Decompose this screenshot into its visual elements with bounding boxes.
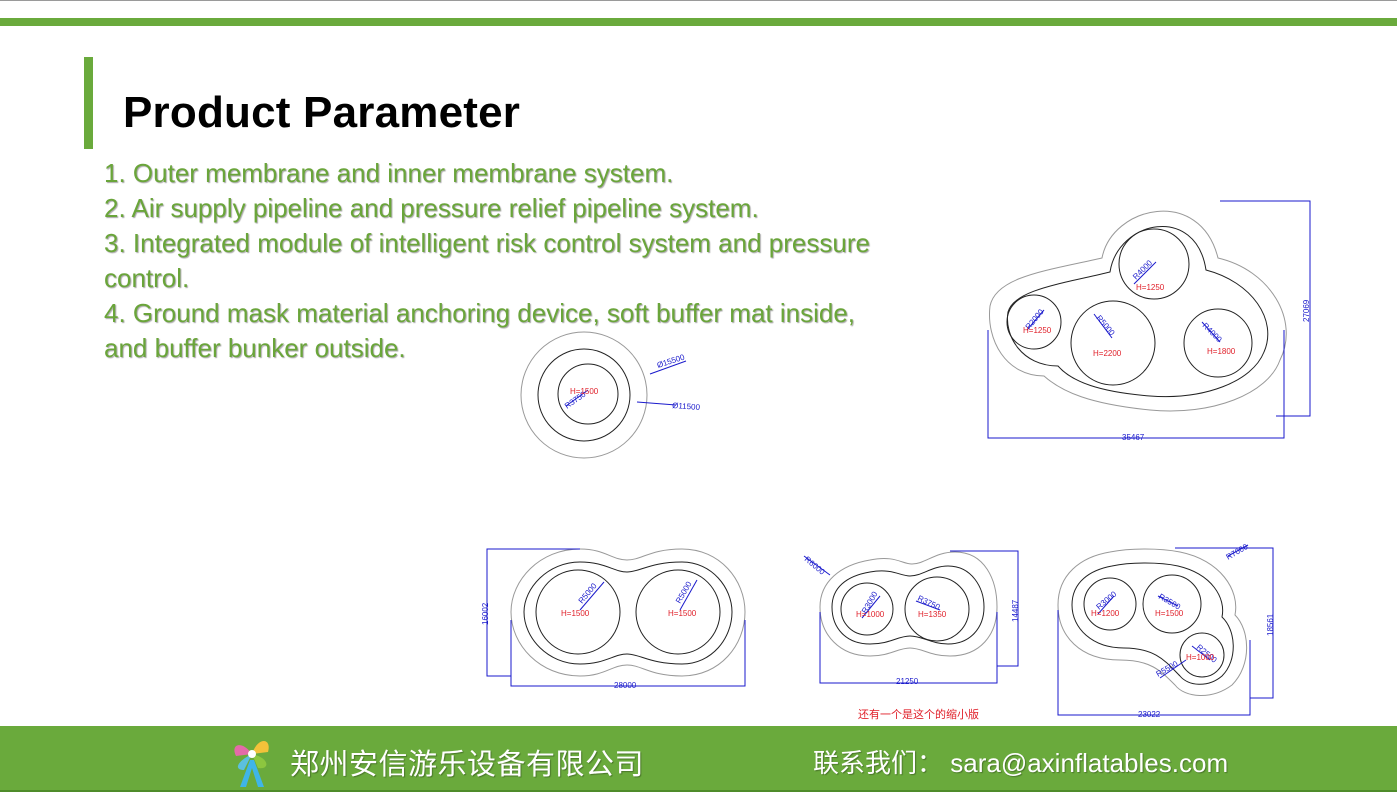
contact-email[interactable]: sara@axinflatables.com: [950, 748, 1229, 778]
contact-label: 联系我们：: [813, 748, 944, 778]
height-label: H=1000: [1186, 653, 1215, 662]
dim-label: R5500: [1155, 659, 1180, 679]
dim-label: 23022: [1138, 710, 1161, 719]
triple-pool-drawing: [987, 200, 1311, 439]
parameter-item: 4. Ground mask material anchoring device…: [104, 298, 856, 363]
height-label: H=1000: [856, 610, 885, 619]
dim-label: Ø11500: [672, 401, 701, 412]
page-title: Product Parameter: [123, 88, 521, 137]
footer-bottom-rule: [0, 790, 1397, 792]
double-pool-large-drawing: [486, 548, 746, 687]
parameter-list: 1. Outer membrane and inner membrane sys…: [104, 156, 874, 366]
dim-label: R5000: [577, 581, 599, 605]
company-logo-icon: [234, 741, 269, 787]
parameter-item: 2. Air supply pipeline and pressure reli…: [104, 193, 759, 223]
height-label: H=1200: [1091, 609, 1120, 618]
dim-label: R5000: [1094, 314, 1116, 338]
triple-pool-small-drawing: [1057, 544, 1274, 716]
height-label: H=1250: [1023, 326, 1052, 335]
dim-label: 16002: [481, 602, 490, 625]
height-label: H=1500: [561, 609, 590, 618]
dim-label: R7000: [1225, 542, 1250, 562]
dim-label: 21250: [896, 677, 919, 686]
dim-label: 14487: [1011, 599, 1020, 622]
dim-label: R6000: [803, 555, 827, 577]
dim-label: 28000: [614, 681, 637, 690]
height-label: H=1500: [668, 609, 697, 618]
height-label: H=1500: [570, 387, 599, 396]
drawing-note: 还有一个是这个的缩小版: [858, 707, 979, 721]
single-pool-drawing: [520, 331, 687, 459]
contact-info: 联系我们： sara@axinflatables.com: [813, 743, 1228, 780]
title-accent-bar: [84, 57, 93, 149]
dim-label: R4000: [1201, 321, 1224, 344]
dim-label: 27069: [1302, 299, 1311, 322]
dim-label: R5000: [674, 580, 694, 605]
footer-bar: [0, 726, 1397, 790]
dim-label: 35467: [1122, 433, 1145, 442]
dim-label: Ø15500: [656, 352, 686, 370]
height-label: H=1500: [1155, 609, 1184, 618]
dim-label: 18561: [1266, 613, 1275, 636]
height-label: H=1800: [1207, 347, 1236, 356]
top-rule: [0, 0, 1397, 1]
top-accent-bar: [0, 18, 1397, 26]
dim-label: R4000: [1131, 258, 1154, 281]
double-pool-small-drawing: [803, 550, 1019, 684]
height-label: H=2200: [1093, 349, 1122, 358]
company-name: 郑州安信游乐设备有限公司: [290, 749, 645, 781]
parameter-item: 3. Integrated module of intelligent risk…: [104, 228, 870, 293]
height-label: H=1250: [1136, 283, 1165, 292]
height-label: H=1350: [918, 610, 947, 619]
parameter-item: 1. Outer membrane and inner membrane sys…: [104, 158, 674, 188]
